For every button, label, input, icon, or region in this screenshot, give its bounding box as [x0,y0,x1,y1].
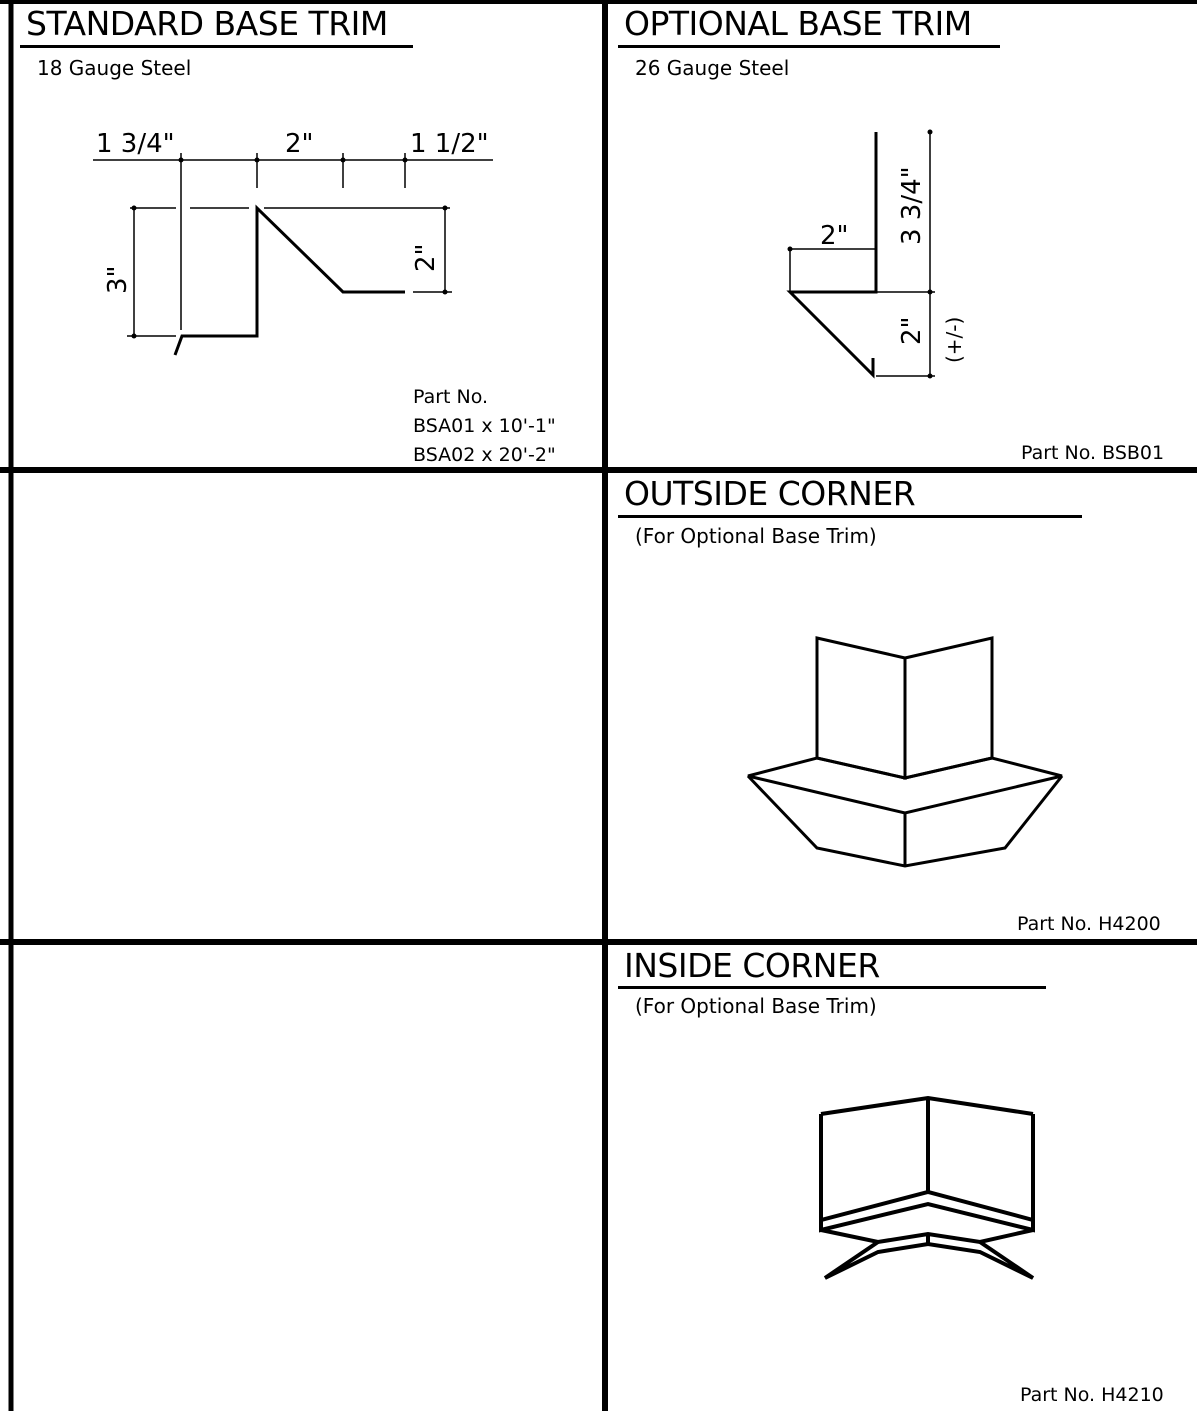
standard-part-line2: BSA02 x 20'-2" [413,444,556,466]
dim-top-mid: 2" [285,129,314,159]
inside-corner-subtitle: (For Optional Base Trim) [635,994,877,1018]
outside-corner-drawing [746,636,1064,868]
standard-title-underline [20,45,413,48]
dim-width: 2" [820,221,849,251]
dim-height: 3 3/4" [897,166,927,245]
optional-title: OPTIONAL BASE TRIM [624,4,972,43]
standard-title: STANDARD BASE TRIM [26,4,388,43]
outside-corner-part-number: Part No. H4200 [1017,913,1161,935]
standard-part-line1: BSA01 x 10'-1" [413,415,556,437]
optional-title-underline [618,45,1000,48]
dim-top-right: 1 1/2" [410,129,489,159]
inside-corner-title: INSIDE CORNER [624,946,880,985]
dim-lower: 2" [897,316,927,345]
dim-top-left: 1 3/4" [96,129,175,159]
outside-corner-title: OUTSIDE CORNER [624,474,916,513]
outside-corner-subtitle: (For Optional Base Trim) [635,524,877,548]
inside-corner-drawing [819,1095,1035,1280]
outside-corner-title-underline [618,515,1082,518]
optional-trim-profile [786,129,935,379]
standard-trim-profile [93,153,493,356]
optional-part-number: Part No. BSB01 [1021,442,1165,464]
inside-corner-title-underline [618,986,1046,989]
dim-right-height: 2" [411,243,441,272]
dim-tolerance: (+/-) [942,316,966,363]
optional-subtitle: 26 Gauge Steel [635,56,790,80]
standard-subtitle: 18 Gauge Steel [37,56,192,80]
inside-corner-part-number: Part No. H4210 [1020,1384,1164,1406]
dim-left-height: 3" [103,265,133,294]
standard-part-label: Part No. [413,386,489,408]
